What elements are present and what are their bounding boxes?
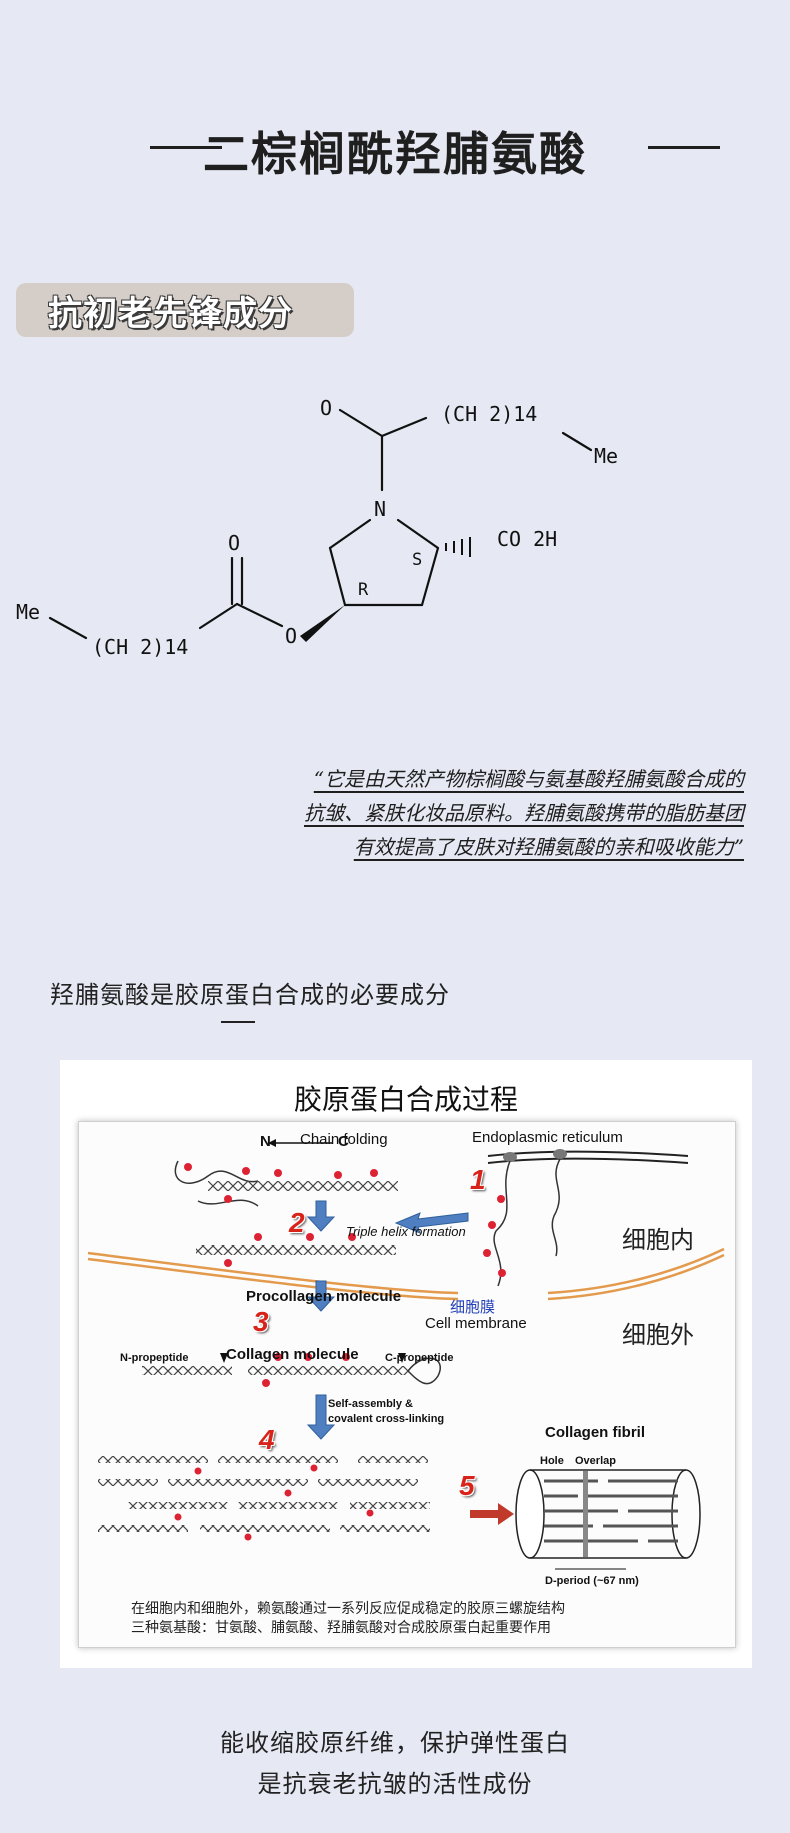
label-n-propeptide: N-propeptide	[120, 1352, 189, 1364]
stereo-s: S	[412, 550, 422, 570]
step-number: 2	[289, 1207, 305, 1238]
chain-top: (CH 2)14	[441, 402, 537, 426]
summary-line: 能收缩胶原纤维，保护弹性蛋白	[220, 1729, 570, 1757]
page-title: 二棕榈酰羟脯氨酸	[203, 127, 587, 181]
quote-line: 抗皱、紧肤化妆品原料。羟脯氨酸携带的脂肪基团	[304, 801, 744, 825]
summary-line: 是抗衰老抗皱的活性成份	[257, 1770, 533, 1798]
label-inside-cell: 细胞内	[622, 1227, 694, 1254]
step-number: 1	[470, 1164, 486, 1195]
label-crosslinking: covalent cross-linking	[328, 1413, 445, 1425]
atom-o-ester: O	[285, 624, 297, 648]
label-membrane-zh: 细胞膜	[450, 1299, 496, 1316]
heading-underline	[221, 1021, 255, 1023]
figure-panel	[78, 1121, 736, 1648]
label-self-assembly: Self-assembly &	[328, 1398, 413, 1410]
methyl-top: Me	[594, 444, 618, 468]
label-chain-folding: Chain folding	[300, 1131, 388, 1148]
label-overlap: Overlap	[575, 1455, 616, 1467]
label-c-propeptide: C-propeptide	[385, 1352, 454, 1364]
chemical-structure: O (CH 2)14 Me N CO 2H S R O O Me (CH 2)1…	[16, 396, 618, 659]
quote-line: 有效提高了皮肤对羟脯氨酸的亲和吸收能力”	[353, 835, 744, 859]
title-rule-right	[648, 146, 720, 149]
step-number: 3	[253, 1306, 269, 1337]
caption-line: 在细胞内和细胞外，赖氨酸通过一系列反应促成稳定的胶原三螺旋结构	[131, 1601, 565, 1617]
atom-o-top: O	[320, 396, 332, 420]
label-procollagen: Procollagen molecule	[246, 1288, 402, 1305]
atom-o-left: O	[228, 531, 240, 555]
label-n-terminus: N	[260, 1133, 271, 1150]
label-outside-cell: 细胞外	[622, 1322, 694, 1349]
label-collagen-fibril: Collagen fibril	[545, 1424, 646, 1441]
step-number: 5	[459, 1470, 475, 1501]
label-hole: Hole	[540, 1455, 564, 1467]
bottom-summary: 能收缩胶原纤维，保护弹性蛋白 是抗衰老抗皱的活性成份	[0, 1723, 790, 1805]
label-c-terminus: C	[338, 1133, 349, 1150]
label-endoplasmic-reticulum: Endoplasmic reticulum	[472, 1129, 623, 1146]
figure-caption: 在细胞内和细胞外，赖氨酸通过一系列反应促成稳定的胶原三螺旋结构 三种氨基酸：甘氨…	[131, 1600, 565, 1638]
carboxyl-group: CO 2H	[497, 527, 557, 551]
tag-text: 抗初老先锋成分	[48, 294, 293, 334]
label-triple-helix: Triple helix formation	[346, 1224, 466, 1239]
title-rule-left	[150, 146, 222, 149]
label-collagen-molecule: Collagen molecule	[226, 1346, 359, 1363]
label-d-period: D-period (~67 nm)	[545, 1575, 639, 1587]
collagen-diagram	[87, 1139, 725, 1570]
caption-line: 三种氨基酸：甘氨酸、脯氨酸、羟脯氨酸对合成胶原蛋白起重要作用	[131, 1620, 551, 1636]
figure-title: 胶原蛋白合成过程	[293, 1083, 518, 1116]
step-number: 4	[259, 1424, 275, 1455]
atom-n: N	[374, 497, 386, 521]
section-heading: 羟脯氨酸是胶原蛋白合成的必要成分	[50, 981, 450, 1009]
tag-badge	[16, 283, 354, 337]
quote-block: “它是由天然产物棕榈酸与氨基酸羟脯氨酸合成的 抗皱、紧肤化妆品原料。羟脯氨酸携带…	[144, 762, 744, 864]
methyl-left: Me	[16, 600, 40, 624]
label-membrane-en: Cell membrane	[425, 1315, 527, 1332]
quote-line: “它是由天然产物棕榈酸与氨基酸羟脯氨酸合成的	[313, 767, 744, 791]
chain-left: (CH 2)14	[92, 635, 188, 659]
stereo-r: R	[358, 580, 369, 600]
